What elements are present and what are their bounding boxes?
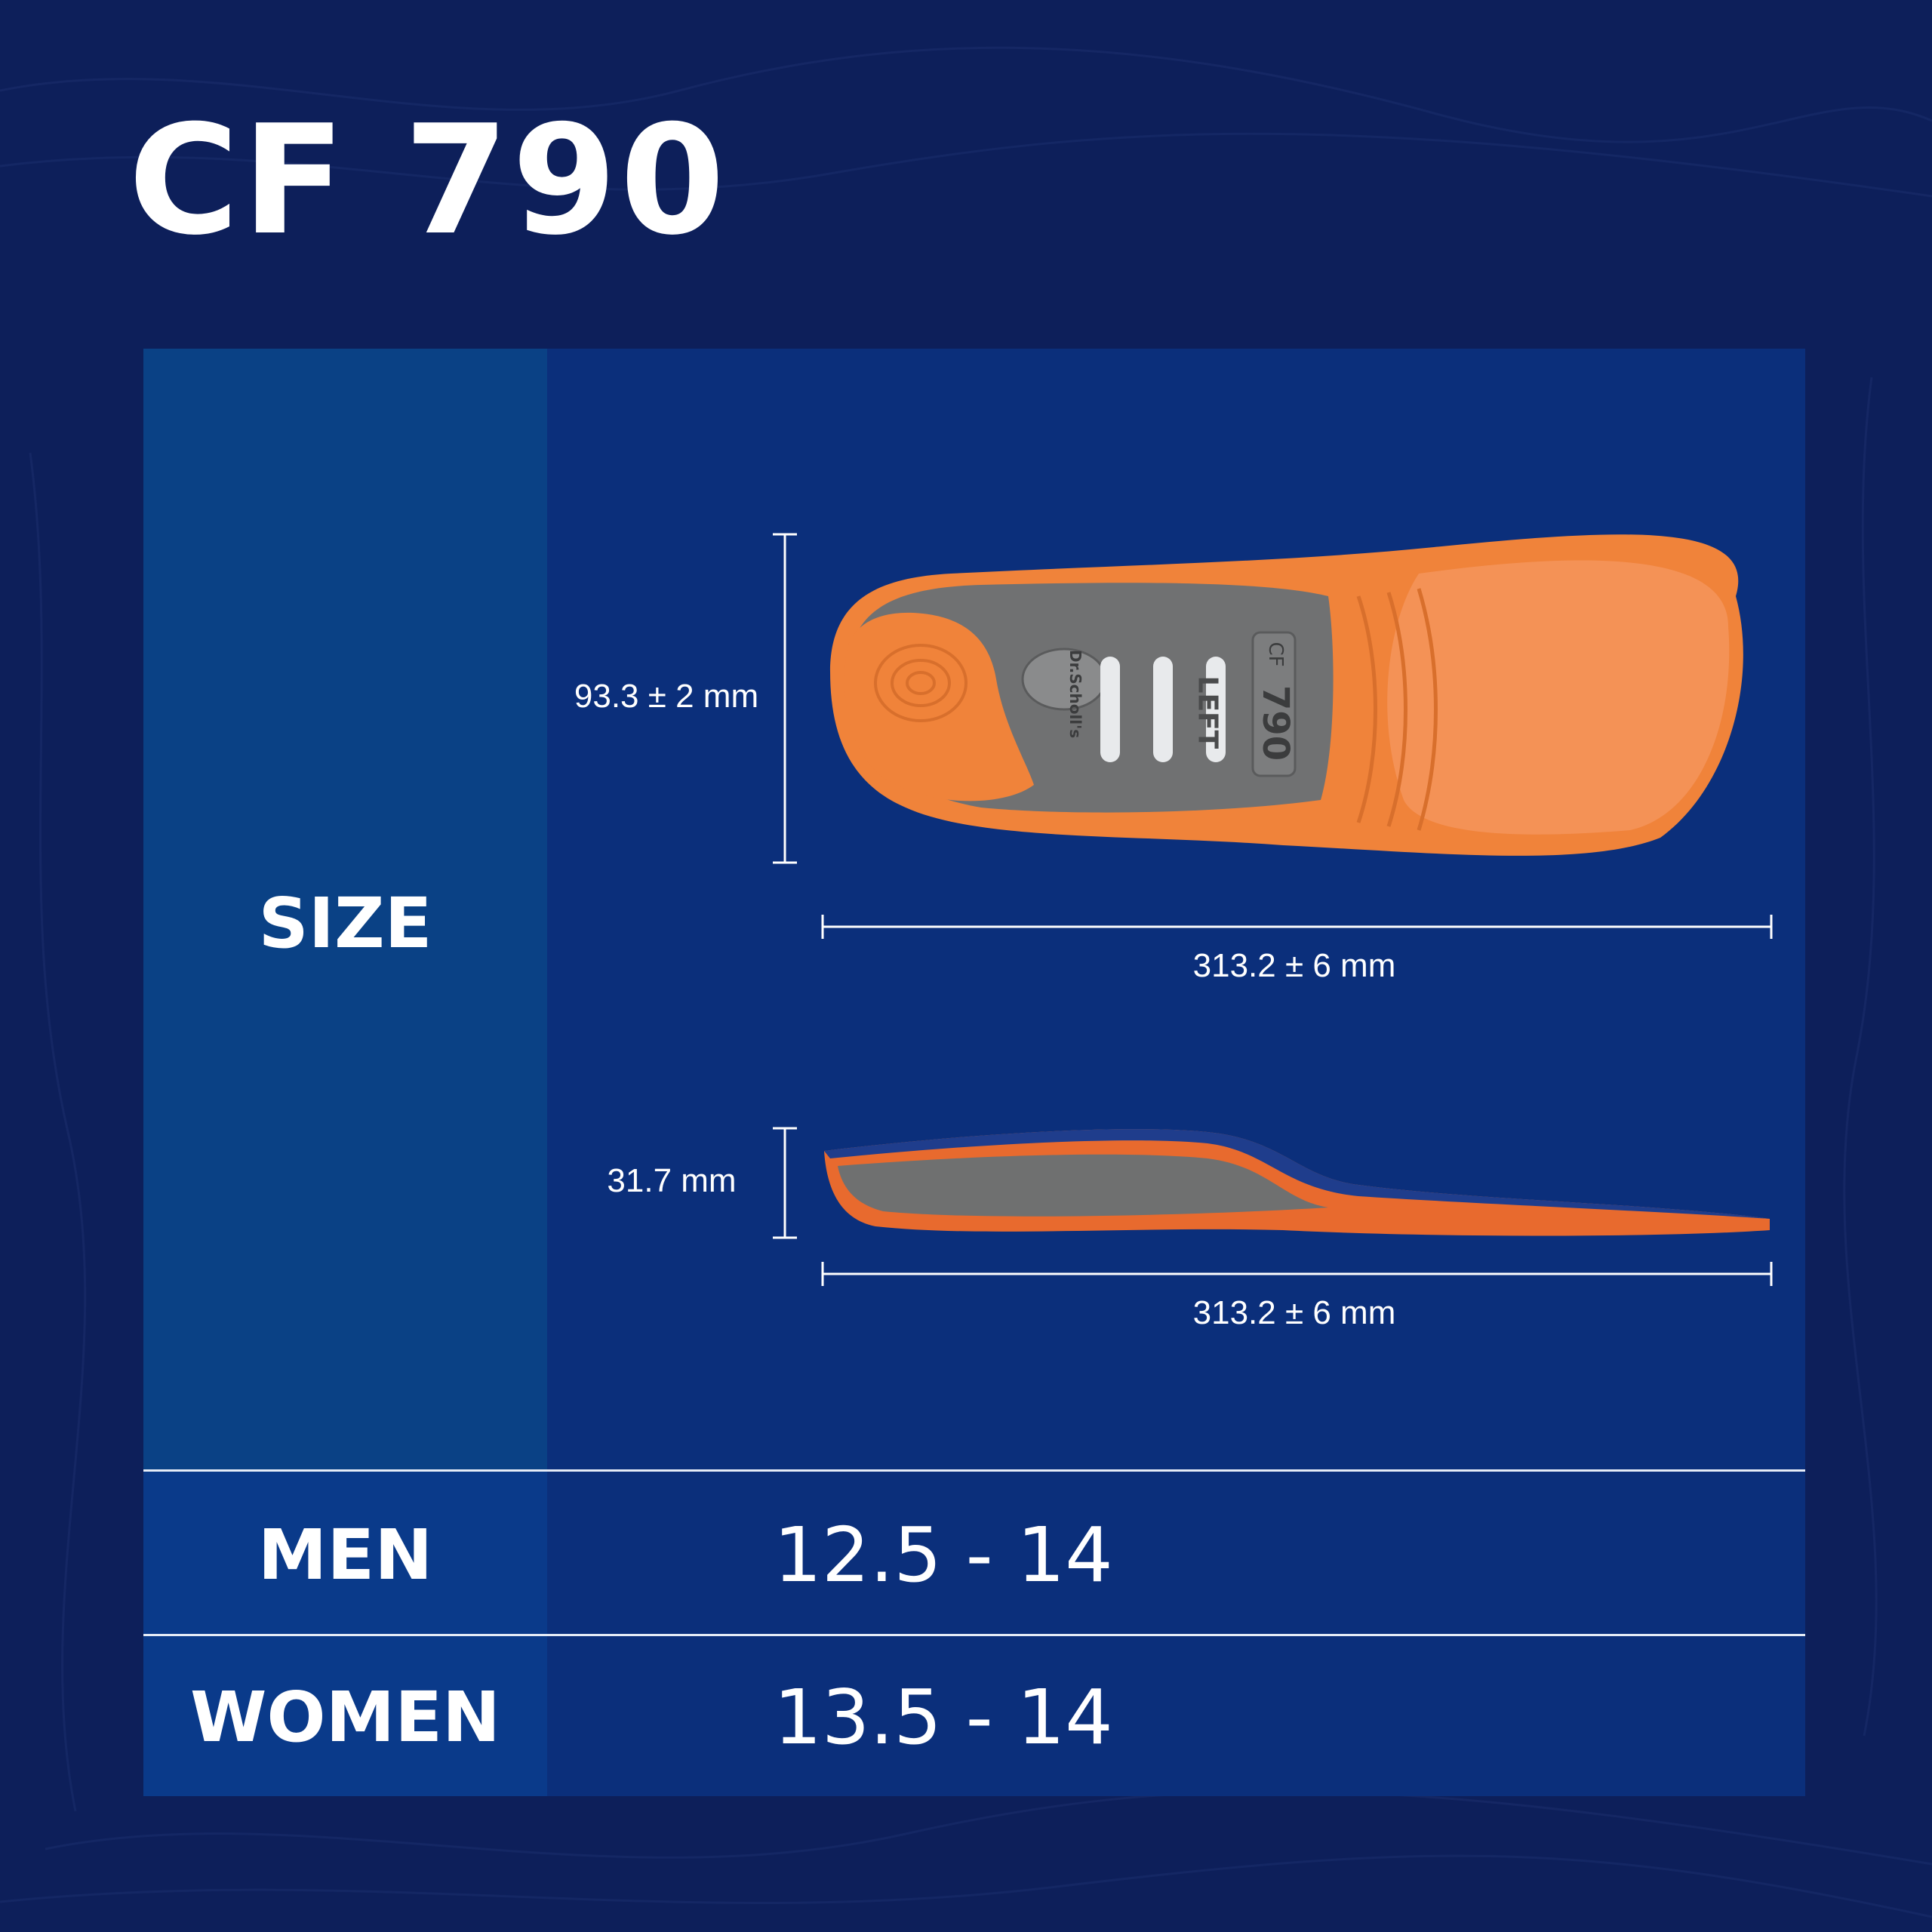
insole-top-view — [830, 534, 1743, 856]
top-width-label: 93.3 ± 2 mm — [574, 678, 759, 715]
side-length-label: 313.2 ± 6 mm — [1192, 1294, 1396, 1331]
women-label-cell — [143, 1636, 547, 1796]
width-dimension-line — [773, 533, 797, 864]
size-label-column — [143, 349, 547, 1469]
women-label: WOMEN — [189, 1677, 501, 1758]
insole-side-view — [824, 1129, 1770, 1236]
insole-side-print: LEFT — [1192, 675, 1223, 749]
height-dimension-line — [773, 1127, 797, 1239]
women-size-value: 13.5 - 14 — [774, 1673, 1113, 1761]
men-size-value: 12.5 - 14 — [774, 1511, 1113, 1599]
size-label: SIZE — [258, 883, 432, 964]
men-label: MEN — [257, 1515, 433, 1595]
men-label-cell — [143, 1472, 547, 1634]
insole-model-number: 790 — [1254, 685, 1297, 761]
product-title: CF 790 — [128, 93, 728, 269]
length-dimension-line-side — [821, 1262, 1773, 1286]
row-divider-bottom — [143, 1634, 1805, 1636]
side-height-label: 31.7 mm — [607, 1162, 737, 1199]
length-dimension-line-top — [821, 915, 1773, 939]
insole-brand-print: Dr.Scholl's — [1066, 650, 1084, 739]
top-length-label: 313.2 ± 6 mm — [1192, 947, 1396, 984]
row-divider-top — [143, 1469, 1805, 1472]
